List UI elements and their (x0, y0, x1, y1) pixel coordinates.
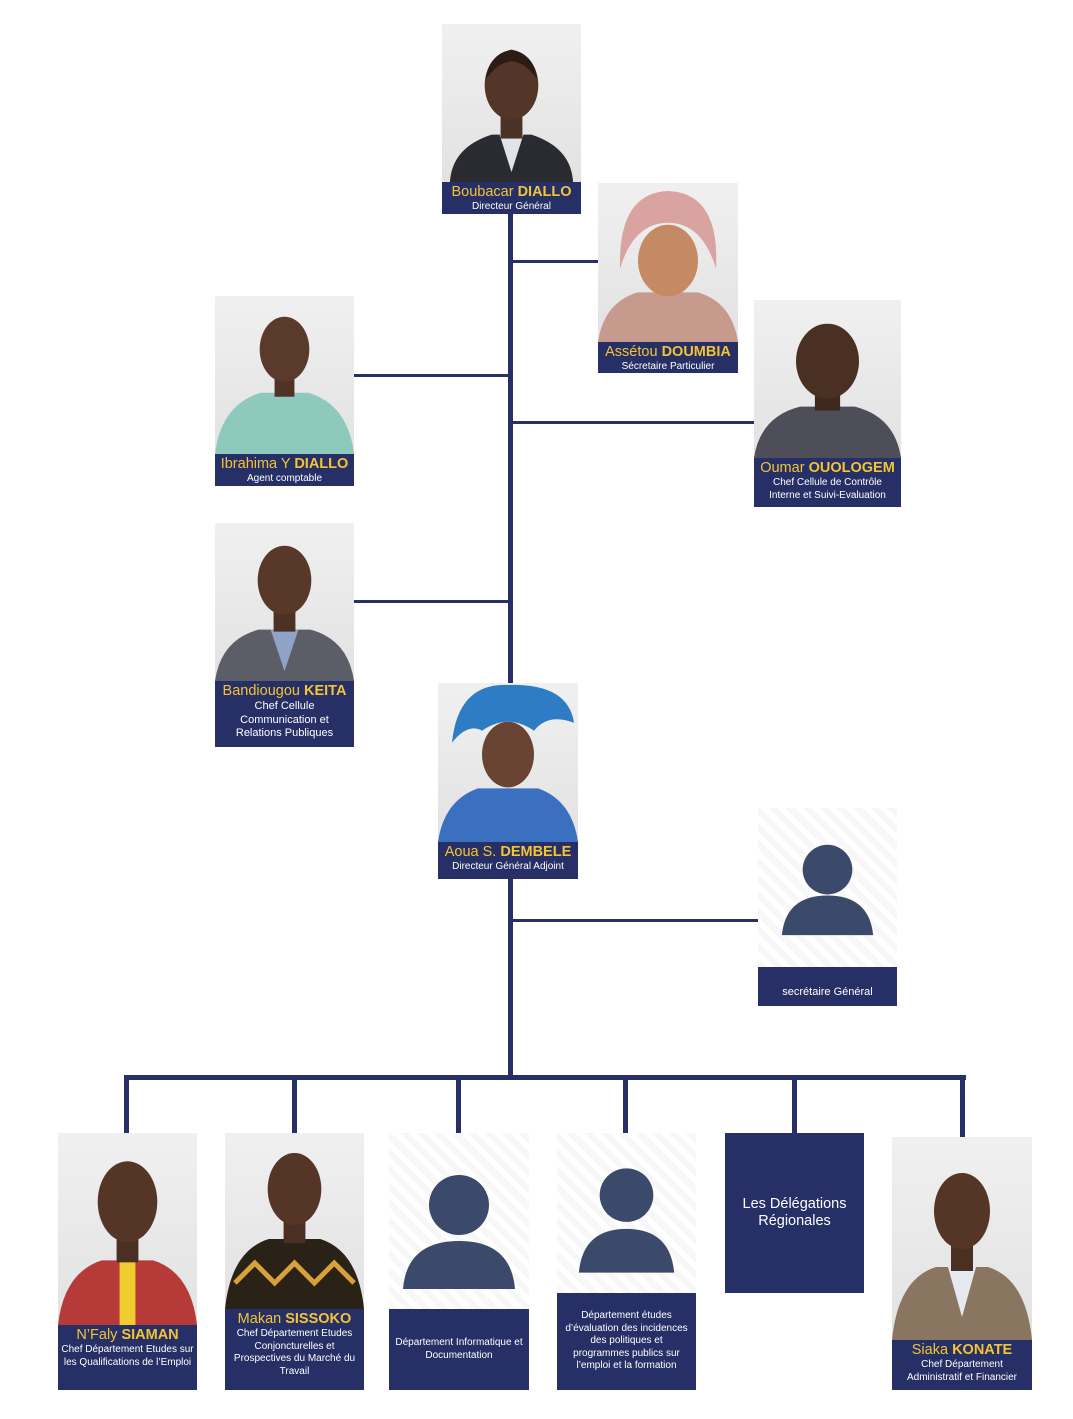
person-role: Chef Département Etudes sur les Qualific… (61, 1344, 194, 1368)
card-departement-etudes-qualifications: N’Faly SIAMAN Chef Département Etudes su… (58, 1133, 197, 1390)
portrait-photo (892, 1137, 1032, 1340)
name-plate: Makan SISSOKO Chef Département Etudes Co… (225, 1309, 364, 1390)
card-departement-etudes-conjoncturelles: Makan SISSOKO Chef Département Etudes Co… (225, 1133, 364, 1390)
portrait-photo (215, 296, 354, 454)
card-chef-cellule-communication: Bandiougou KEITA Chef Cellule Communicat… (215, 523, 354, 747)
person-role: Agent comptable (246, 473, 323, 484)
card-secretaire-general: secrétaire Général (758, 808, 897, 1006)
placeholder-photo (389, 1133, 529, 1309)
drop-1 (124, 1075, 129, 1137)
trunk-line (508, 212, 513, 1078)
person-role: Directeur Général Adjoint (452, 861, 564, 872)
person-name: Assétou DOUMBIA (605, 344, 731, 360)
person-name: Boubacar DIALLO (451, 184, 572, 200)
person-placeholder-icon (403, 1175, 515, 1289)
card-delegations-regionales: Les Délégations Régionales (725, 1133, 864, 1293)
person-name: Aoua S. DEMBELE (444, 844, 572, 860)
vacant-role: Département Informatique et Documentatio… (389, 1309, 529, 1390)
card-agent-comptable: Ibrahima Y DIALLO Agent comptable (215, 296, 354, 486)
card-departement-informatique: Département Informatique et Documentatio… (389, 1133, 529, 1390)
person-name: Ibrahima Y DIALLO (220, 456, 349, 472)
person-role: Chef Cellule de Contrôle Interne et Suiv… (769, 477, 886, 501)
departments-bus (124, 1075, 966, 1080)
name-plate: Aoua S. DEMBELE Directeur Général Adjoin… (438, 842, 578, 879)
drop-2 (292, 1075, 297, 1137)
card-departement-etudes-evaluation: Département études d’évaluation des inci… (557, 1133, 696, 1390)
portrait-photo (58, 1133, 197, 1325)
portrait-photo (438, 683, 578, 842)
name-plate: Siaka KONATE Chef Département Administra… (892, 1340, 1032, 1390)
vacant-role: secrétaire Général (758, 967, 897, 1006)
name-plate: Boubacar DIALLO Directeur Général (442, 182, 581, 214)
branch-sg (513, 919, 758, 922)
person-role: Sécretaire Particulier (621, 361, 715, 372)
person-placeholder-icon (578, 1168, 675, 1273)
card-directeur-general-adjoint: Aoua S. DEMBELE Directeur Général Adjoin… (438, 683, 578, 879)
branch-ccise (513, 421, 755, 424)
placeholder-photo (557, 1133, 696, 1293)
card-chef-cellule-controle: Oumar OUOLOGEM Chef Cellule de Contrôle … (754, 300, 901, 507)
person-role: Chef Cellule Communication et Relations … (235, 700, 334, 739)
name-plate: Ibrahima Y DIALLO Agent comptable (215, 454, 354, 486)
person-role: Chef Département Administratif et Financ… (906, 1359, 1018, 1383)
card-secretaire-particulier: Assétou DOUMBIA Sécretaire Particulier (598, 183, 738, 373)
person-placeholder-icon (781, 844, 874, 936)
drop-3 (456, 1075, 461, 1135)
portrait-photo (754, 300, 901, 458)
name-plate: Assétou DOUMBIA Sécretaire Particulier (598, 342, 738, 373)
person-name: Oumar OUOLOGEM (760, 460, 895, 476)
drop-4 (623, 1075, 628, 1135)
name-plate: Bandiougou KEITA Chef Cellule Communicat… (215, 681, 354, 747)
card-departement-administratif-financier: Siaka KONATE Chef Département Administra… (892, 1137, 1032, 1390)
vacant-role: Département études d’évaluation des inci… (557, 1293, 696, 1390)
drop-6 (960, 1075, 965, 1137)
placeholder-photo (758, 808, 897, 967)
portrait-photo (215, 523, 354, 681)
portrait-photo (225, 1133, 364, 1309)
name-plate: Oumar OUOLOGEM Chef Cellule de Contrôle … (754, 458, 901, 507)
person-name: N’Faly SIAMAN (76, 1327, 179, 1343)
person-name: Siaka KONATE (911, 1342, 1013, 1358)
drop-5 (792, 1075, 797, 1135)
person-name: Makan SISSOKO (237, 1311, 352, 1327)
portrait-photo (442, 24, 581, 182)
person-name: Bandiougou KEITA (222, 683, 347, 699)
branch-ac (354, 374, 508, 377)
name-plate: N’Faly SIAMAN Chef Département Etudes su… (58, 1325, 197, 1390)
branch-sp (513, 260, 599, 263)
portrait-photo (598, 183, 738, 342)
person-role: Chef Département Etudes Conjoncturelles … (233, 1328, 356, 1377)
branch-ccrp (354, 600, 508, 603)
card-directeur-general: Boubacar DIALLO Directeur Général (442, 24, 581, 214)
person-role: Directeur Général (472, 201, 551, 212)
